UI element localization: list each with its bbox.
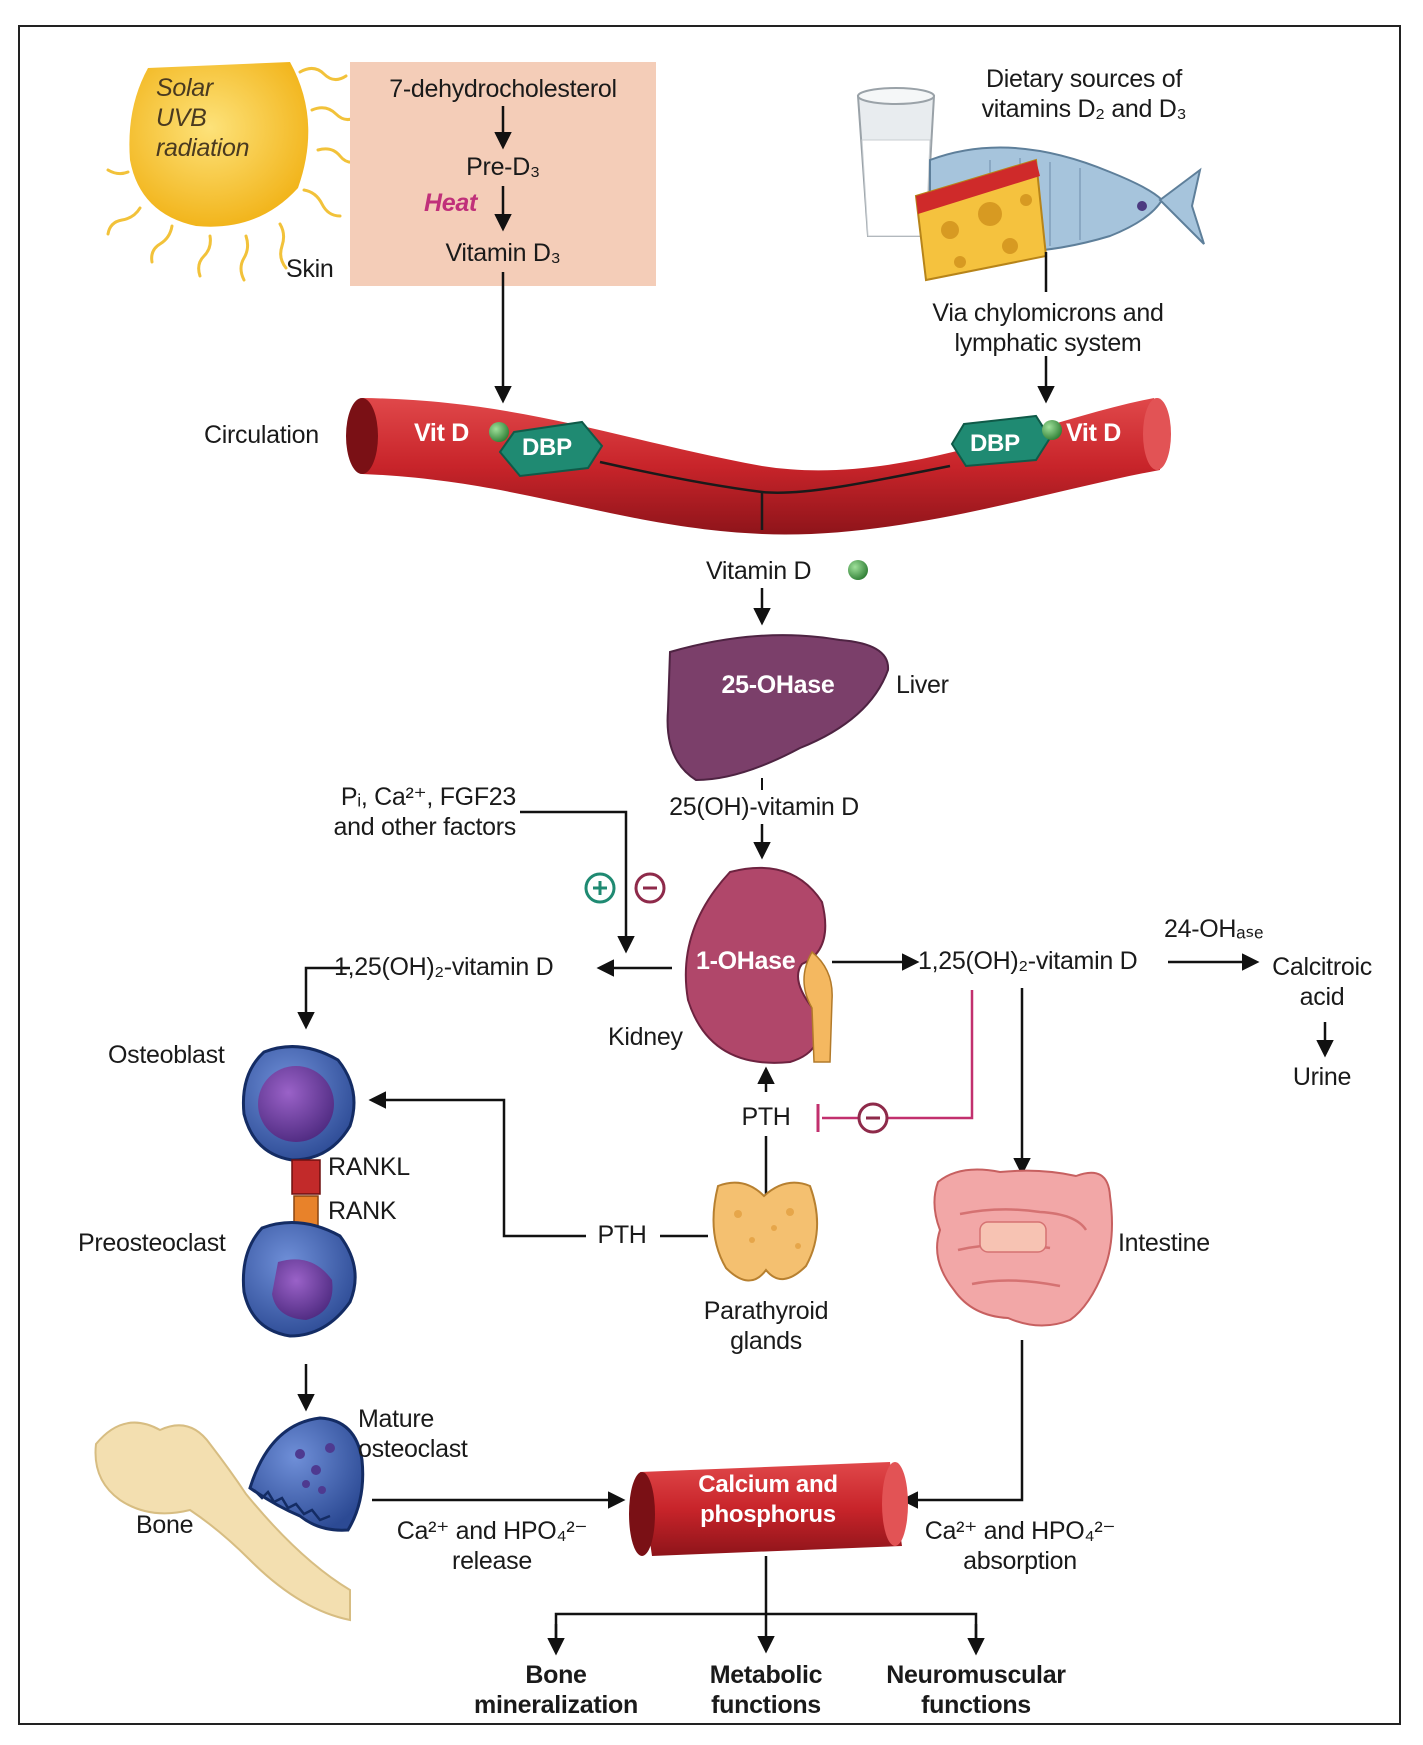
cheese-icon: [914, 158, 1048, 282]
kidney-label: Kidney: [608, 1023, 683, 1051]
vit-d-left-label: Vit D: [414, 419, 469, 447]
absorption-line2: absorption: [963, 1547, 1077, 1575]
bone-mineralization-line1: Bone: [525, 1661, 587, 1689]
pth-kidney-label: PTH: [741, 1103, 791, 1131]
release-line1: Ca²⁺ and HPO₄²⁻: [396, 1517, 588, 1545]
via-chylomicrons-line2: lymphatic system: [954, 329, 1142, 357]
circulation-label: Circulation: [204, 421, 319, 449]
intestine-label: Intestine: [1118, 1229, 1210, 1257]
skin-step-pre-d3: Pre-D₃: [466, 153, 540, 181]
parathyroid-glands-line2: glands: [730, 1327, 802, 1355]
blood-vessel: [346, 398, 1171, 535]
bone-mineralization-line2: mineralization: [474, 1691, 638, 1719]
absorption-line1: Ca²⁺ and HPO₄²⁻: [924, 1517, 1116, 1545]
calcitriol-right-label: 1,25(OH)₂-vitamin D: [918, 947, 1138, 975]
heat-label: Heat: [424, 189, 477, 217]
rankl-label: RANKL: [328, 1153, 410, 1181]
mature-osteoclast-line1: Mature: [358, 1405, 435, 1433]
regulators-line1: Pᵢ, Ca²⁺, FGF23: [340, 783, 516, 811]
skin-box: [350, 62, 656, 286]
calcitroic-acid-line1: Calcitroic: [1272, 953, 1372, 981]
sun-label-line3: radiation: [156, 134, 250, 162]
osteoblast-label: Osteoblast: [108, 1041, 225, 1069]
release-line2: release: [452, 1547, 532, 1575]
intestine-icon: [933, 1168, 1113, 1327]
preosteoclast-label: Preosteoclast: [78, 1229, 226, 1257]
osteoblast-icon: [241, 1045, 356, 1162]
pth-bone-label: PTH: [597, 1221, 647, 1249]
calcium-phosphorus-vessel: [629, 1462, 908, 1556]
urine-label: Urine: [1292, 1063, 1352, 1091]
diet-label-line1: Dietary sources of: [985, 65, 1183, 93]
preosteoclast-icon: [241, 1221, 357, 1338]
sun-label-line2: UVB: [156, 104, 207, 132]
via-chylomicrons-line1: Via chylomicrons and: [932, 299, 1164, 327]
liver-label: Liver: [896, 671, 949, 699]
kidney-icon: [684, 866, 833, 1064]
24-ohase-label: 24-OHₐₛₑ: [1164, 915, 1264, 943]
metabolic-functions-line2: functions: [711, 1691, 821, 1719]
neuromuscular-functions-line2: functions: [921, 1691, 1031, 1719]
parathyroid-glands-line1: Parathyroid: [703, 1297, 829, 1325]
skin-label: Skin: [286, 255, 334, 283]
vitamin-d-dot-icon: [848, 560, 868, 580]
skin-step-vitamin-d3: Vitamin D₃: [445, 239, 561, 267]
calcitroic-acid-line2: acid: [1299, 983, 1345, 1011]
dbp-right-label: DBP: [970, 430, 1020, 457]
rankl-icon: [291, 1159, 321, 1195]
skin-step-7-dehydrocholesterol: 7-dehydrocholesterol: [389, 75, 617, 103]
bone-icon: [94, 1421, 351, 1622]
milk-glass-icon: [856, 87, 936, 237]
dbp-left-label: DBP: [522, 434, 572, 461]
sun-icon: [106, 62, 362, 282]
dbp-left-icon: [498, 420, 604, 478]
liver-icon: [666, 634, 890, 782]
sun-label-line1: Solar: [156, 74, 213, 102]
mature-osteoclast-line2: osteoclast: [358, 1435, 468, 1463]
calcium-phosphorus-line2: phosphorus: [700, 1501, 836, 1528]
vitamin-d-molecule-icon: [489, 422, 509, 442]
liver-enzyme-25-ohase: 25-OHase: [721, 671, 835, 699]
vitamin-d-label: Vitamin D: [706, 557, 812, 585]
bone-label: Bone: [136, 1511, 194, 1539]
metabolic-functions-line1: Metabolic: [709, 1661, 823, 1689]
neuromuscular-functions-line1: Neuromuscular: [886, 1661, 1066, 1689]
vit-d-right-label: Vit D: [1066, 419, 1121, 447]
vitamin-d-molecule-icon: [1042, 420, 1062, 440]
mature-osteoclast-icon: [248, 1416, 365, 1532]
diet-label-line2: vitamins D₂ and D₃: [981, 95, 1187, 123]
dbp-right-icon: [950, 414, 1052, 468]
parathyroid-glands-icon: [712, 1181, 819, 1282]
diagram-frame: [18, 25, 1401, 1725]
25-oh-vitamin-d-label: 25(OH)-vitamin D: [669, 793, 859, 821]
calcium-phosphorus-line1: Calcium and: [698, 1471, 838, 1498]
calcitriol-left-label: 1,25(OH)₂-vitamin D: [334, 953, 554, 981]
rank-label: RANK: [328, 1197, 397, 1225]
regulators-line2: and other factors: [333, 813, 516, 841]
kidney-enzyme-1-ohase: 1-OHase: [696, 947, 796, 975]
